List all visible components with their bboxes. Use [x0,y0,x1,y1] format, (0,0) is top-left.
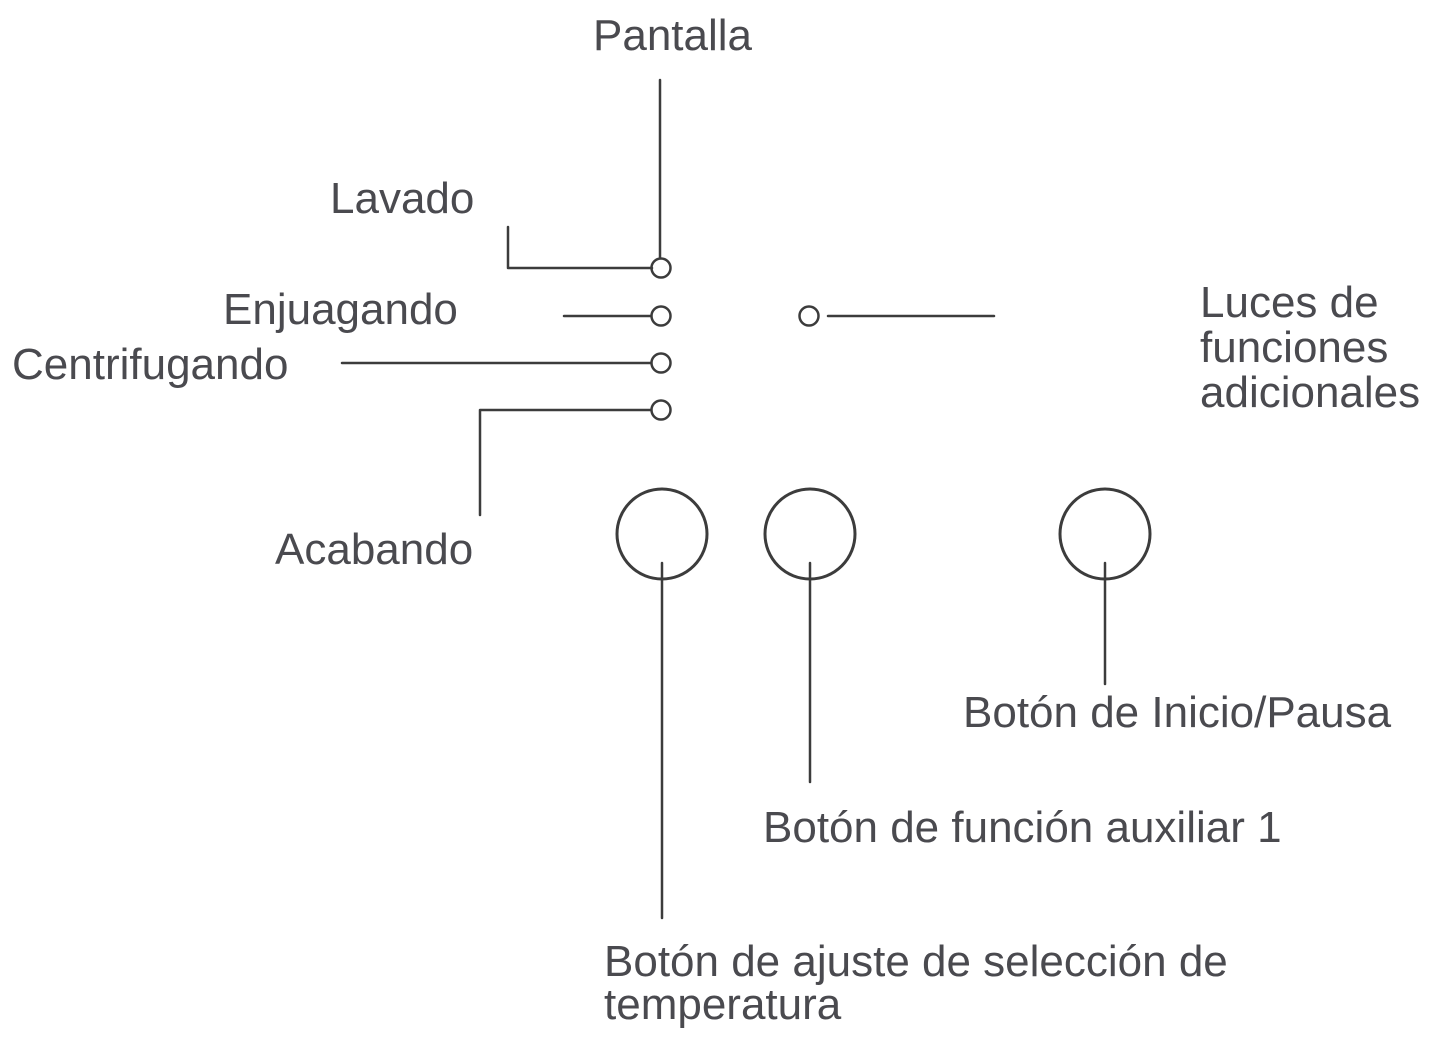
rinse-label: Enjuagando [223,285,458,334]
temperature-button[interactable] [615,487,709,581]
temperature-button-label: Botón de ajuste de selección de temperat… [604,937,1228,1029]
auxiliary-function-button[interactable] [763,487,857,581]
wash-label: Lavado [330,174,475,223]
finish-indicator-light [650,399,672,421]
spin-label: Centrifugando [12,340,289,389]
start-pause-button-label: Botón de Inicio/Pausa [963,688,1392,737]
wash-leader-line [506,225,654,270]
display-label: Pantalla [593,11,753,60]
auxiliary-function-button-label: Botón de función auxiliar 1 [763,803,1282,852]
extra-function-indicator-light [798,305,820,327]
temperature-button-label-line-2: temperatura [604,980,842,1029]
extra-function-lights-label-line-3: adicionales [1200,368,1421,417]
start-pause-button[interactable] [1058,487,1152,581]
spin-indicator-light [650,352,672,374]
extra-function-lights-label-line-2: funciones [1200,323,1389,372]
finish-label: Acabando [275,525,474,574]
wash-indicator-light [650,257,672,279]
finish-leader-line [478,408,653,517]
rinse-indicator-light [650,305,672,327]
temperature-button-label-line-1: Botón de ajuste de selección de [604,937,1228,986]
extra-function-lights-label: Luces de funciones adicionales [1200,280,1420,415]
extra-function-lights-label-line-1: Luces de [1200,278,1379,327]
